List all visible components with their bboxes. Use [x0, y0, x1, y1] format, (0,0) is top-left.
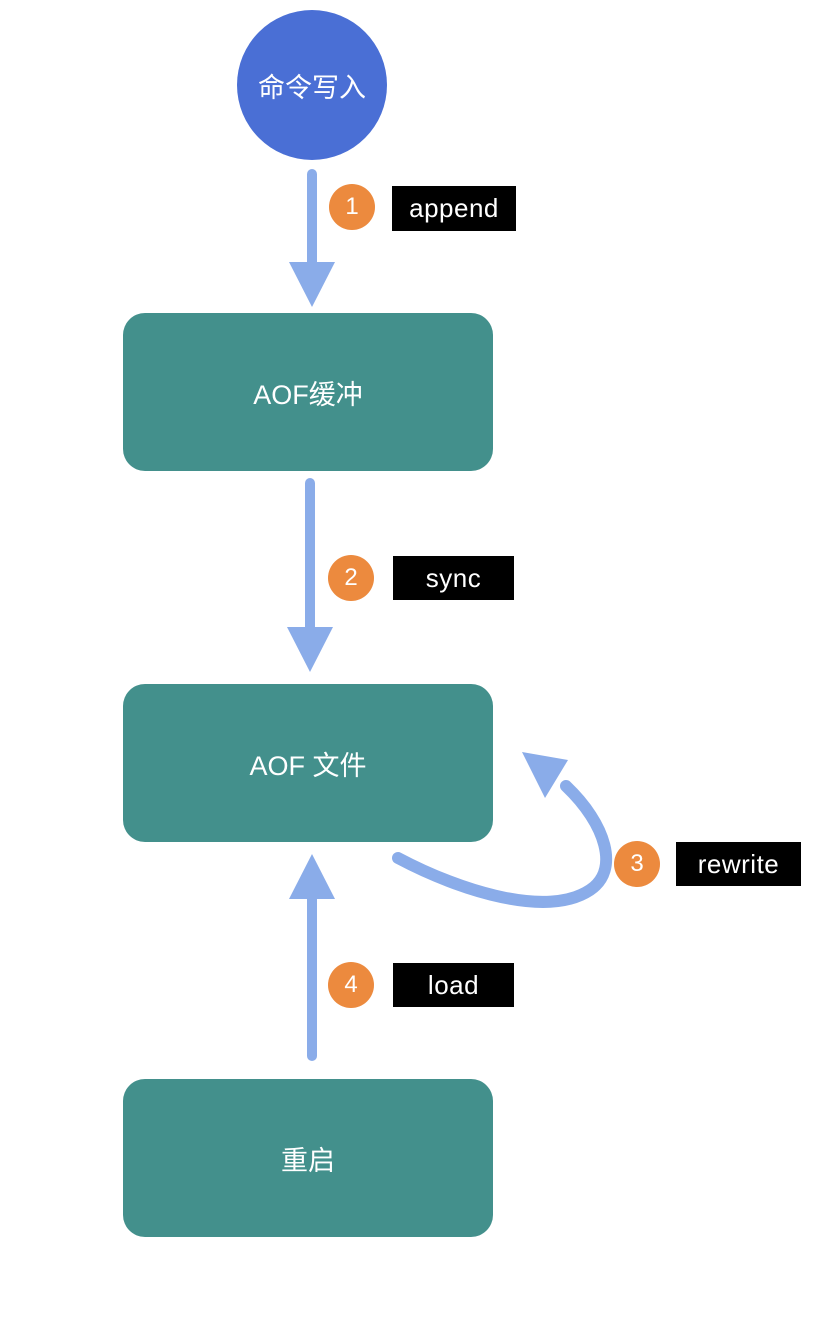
step-badge-sync: 2 — [328, 555, 374, 601]
sync-arrow — [287, 478, 333, 672]
step-label-rewrite: rewrite — [676, 842, 801, 886]
node-command-write: 命令写入 — [237, 10, 387, 160]
step-label-append: append — [392, 186, 516, 231]
step-label-load: load — [393, 963, 514, 1007]
step-label-sync: sync — [393, 556, 514, 600]
step-badge-rewrite: 3 — [614, 841, 660, 887]
node-aof-file: AOF 文件 — [123, 684, 493, 842]
node-aof-buffer: AOF缓冲 — [123, 313, 493, 471]
rewrite-arrow — [392, 752, 612, 908]
step-badge-append: 1 — [329, 184, 375, 230]
load-arrow — [289, 854, 335, 1061]
node-restart: 重启 — [123, 1079, 493, 1237]
step-badge-load: 4 — [328, 962, 374, 1008]
append-arrow — [289, 169, 335, 307]
